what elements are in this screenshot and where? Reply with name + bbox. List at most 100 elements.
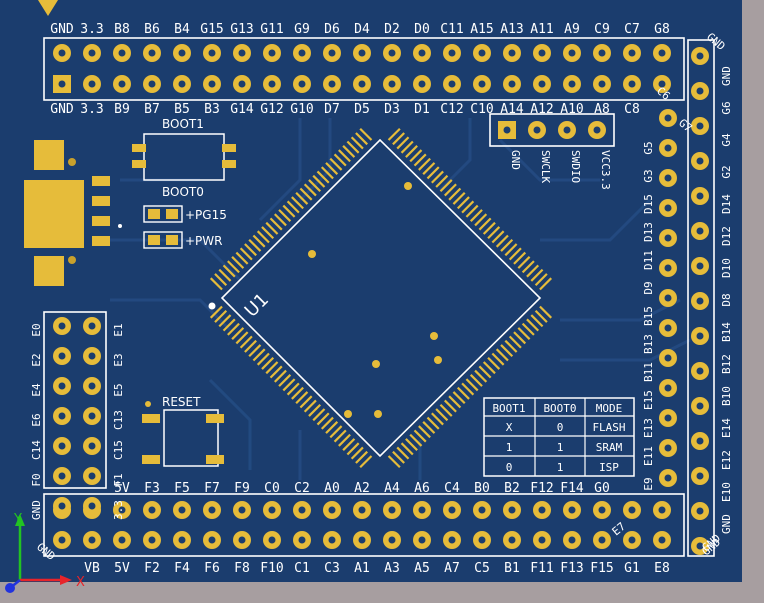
mcu-pad xyxy=(465,378,479,392)
mcu-pad xyxy=(487,356,501,370)
pin-label: C10 xyxy=(470,102,493,117)
boot0-label: BOOT0 xyxy=(162,185,204,199)
pin-label: A1 xyxy=(354,561,370,576)
mcu-pad xyxy=(491,352,505,366)
pin-label: A7 xyxy=(444,561,460,576)
mcu-pad xyxy=(278,209,292,222)
mcu-pad xyxy=(359,455,373,469)
mcu-pad xyxy=(439,179,453,193)
mcu-pad xyxy=(346,140,360,154)
pin-hole xyxy=(664,144,672,152)
swd-header-pins xyxy=(498,121,606,139)
mcu-pad xyxy=(387,127,401,141)
mcu-chip xyxy=(208,127,553,469)
pin-label: GND xyxy=(720,514,733,534)
mcu-pad xyxy=(526,264,540,278)
led-pg15-label: +PG15 xyxy=(185,208,227,222)
pin-label: E10 xyxy=(720,482,733,502)
pin-hole xyxy=(538,49,546,57)
boot-table-cell: 0 xyxy=(557,421,564,434)
pin-hole xyxy=(598,506,606,514)
mcu-pad xyxy=(227,260,240,274)
mcu-pad xyxy=(227,322,240,336)
pin-hole xyxy=(88,442,96,450)
pin-label: F1 xyxy=(112,473,125,486)
mcu-pad xyxy=(400,140,414,154)
pin-label: G12 xyxy=(260,102,283,117)
pin-hole xyxy=(568,536,576,544)
mcu-pad xyxy=(500,238,514,252)
pin-label: C14 xyxy=(30,440,43,460)
board-corner-mark xyxy=(38,0,58,16)
pin-label: E5 xyxy=(112,383,125,396)
pin-label: F0 xyxy=(30,473,43,486)
pin-hole xyxy=(664,474,672,482)
left-header-pins xyxy=(53,317,101,515)
pin-hole xyxy=(664,324,672,332)
pin-hole xyxy=(58,472,66,480)
pin-label: C5 xyxy=(474,561,490,576)
pcb-board xyxy=(0,0,742,582)
pin-hole xyxy=(448,536,456,544)
pin-label: A8 xyxy=(594,102,610,117)
pin-hole xyxy=(388,80,396,88)
pin-hole xyxy=(118,506,126,514)
pin-label: B10 xyxy=(720,386,733,406)
mcu-pad xyxy=(325,162,339,175)
pin-hole xyxy=(658,80,666,88)
pin-label: SWDIO xyxy=(569,150,582,183)
mcu-pad xyxy=(261,356,275,370)
pin-hole xyxy=(88,352,96,360)
pin-label: D3 xyxy=(384,102,400,117)
mcu-pad xyxy=(456,196,470,210)
pin-hole xyxy=(208,80,216,88)
pin-label: G0 xyxy=(594,481,610,496)
pin-hole xyxy=(298,536,306,544)
mcu-pad xyxy=(530,314,544,328)
pin-label: F7 xyxy=(204,481,220,496)
pin-label: G5 xyxy=(642,141,655,154)
pin-hole xyxy=(478,506,486,514)
pin-label: E3 xyxy=(112,353,125,366)
mcu-pad xyxy=(444,399,457,413)
pin-hole xyxy=(148,506,156,514)
mcu-pad xyxy=(478,365,492,379)
pin-hole xyxy=(88,412,96,420)
pin-hole xyxy=(533,126,541,134)
pin-label: G8 xyxy=(654,22,670,37)
pin-hole xyxy=(298,80,306,88)
mcu-pad xyxy=(312,174,326,188)
pin-label: C15 xyxy=(112,440,125,460)
pin-label: A3 xyxy=(384,561,400,576)
pin-hole xyxy=(664,294,672,302)
mcu-pad xyxy=(521,260,535,274)
pin-hole xyxy=(268,536,276,544)
pin-hole xyxy=(418,506,426,514)
mcu-pad xyxy=(269,217,283,231)
pin-hole xyxy=(58,382,66,390)
pin-hole xyxy=(88,536,96,544)
mcu-pad xyxy=(530,268,544,282)
pin-label: D7 xyxy=(324,102,340,117)
pin-label: VB xyxy=(84,561,100,576)
mcu-pad xyxy=(474,213,488,227)
pin-label: E11 xyxy=(642,446,655,466)
pin-hole xyxy=(148,536,156,544)
pin-hole xyxy=(88,382,96,390)
pin-hole xyxy=(88,472,96,480)
pin-hole xyxy=(696,507,704,515)
mcu-pad xyxy=(474,369,488,383)
pin-label: D4 xyxy=(354,22,370,37)
mcu-pad xyxy=(448,395,462,409)
pin-hole xyxy=(508,506,516,514)
mcu-pad xyxy=(435,174,449,188)
pin-hole xyxy=(388,506,396,514)
pin-label: B1 xyxy=(504,561,520,576)
mcu-pad xyxy=(209,277,223,291)
pin-hole xyxy=(58,412,66,420)
pin-label: C12 xyxy=(440,102,463,117)
pin-label: F3 xyxy=(144,481,160,496)
boot-switch xyxy=(132,133,236,181)
mcu-pad xyxy=(303,183,317,197)
